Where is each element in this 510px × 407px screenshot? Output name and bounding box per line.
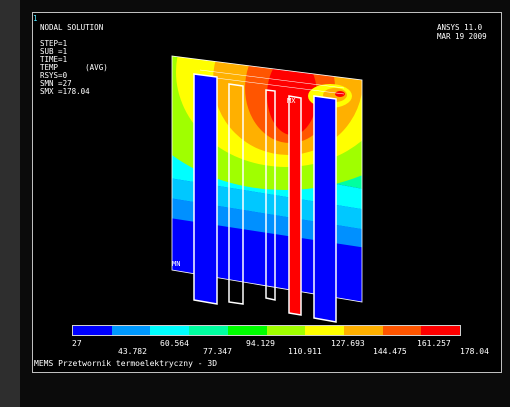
legend-label: 110.911 [288,347,322,356]
info-time: TIME=1 [40,55,68,64]
max-marker: MX [287,97,296,105]
info-temp: TEMP (AVG) [40,63,108,72]
plot-footer: MEMS Przetwornik termoelektryczny - 3D [34,359,218,368]
legend-label: 144.475 [373,347,407,356]
min-marker: MN [172,260,180,268]
legend-label: 60.564 [160,339,189,348]
legend-swatch [421,326,461,335]
legend-swatch [382,326,422,335]
legend-swatch [150,326,190,335]
window-number: 1 [33,14,38,23]
legend-swatch [343,326,383,335]
legend-swatch [189,326,228,335]
legend-swatch [305,326,344,335]
info-smn: SMN =27 [40,79,72,88]
info-sub: SUB =1 [40,47,68,56]
legend-swatch [73,326,112,335]
legend-swatch [227,326,267,335]
legend-label: 94.129 [246,339,275,348]
temperature-contour-plate [172,56,362,302]
legend-label: 77.347 [203,347,232,356]
info-step: STEP=1 [40,39,68,48]
info-rsys: RSYS=0 [40,71,68,80]
thermocouple-strips [193,73,337,323]
legend-label: 178.04 [460,347,489,356]
plot-title: NODAL SOLUTION [40,23,104,32]
legend-label: 127.693 [331,339,365,348]
legend-swatch [111,326,151,335]
product-version: ANSYS 11.0 [437,23,483,32]
legend-swatch [266,326,306,335]
legend-label: 43.782 [118,347,147,356]
plot-date: MAR 19 2009 [437,32,487,41]
legend-label: 27 [72,339,82,348]
info-smx: SMX =178.04 [40,87,90,96]
color-legend [72,325,461,336]
legend-label: 161.257 [417,339,451,348]
